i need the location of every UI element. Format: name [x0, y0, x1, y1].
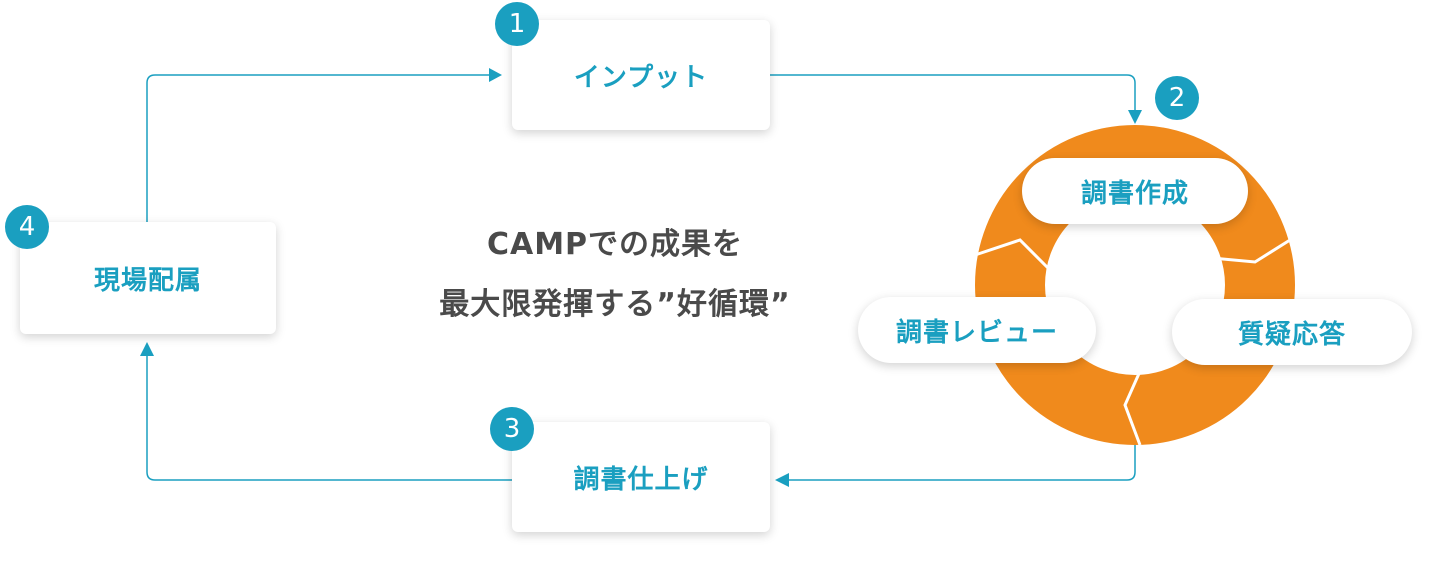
cycle-item-review-label: 調書レビュー [895, 317, 1058, 348]
ring-divider-left [974, 238, 1057, 277]
step-finish-box: 調書仕上げ [512, 422, 770, 532]
step-assign-label: 現場配属 [93, 265, 202, 296]
step-input-label: インプット [573, 62, 709, 93]
connector-2-to-3 [785, 445, 1136, 481]
ring-divider-bottom [1123, 359, 1147, 446]
arrow-4-to-1 [489, 68, 502, 82]
cycle-item-qa: 質疑応答 [1172, 299, 1412, 365]
step-1-number: 1 [508, 9, 526, 39]
step-3-number: 3 [503, 414, 521, 444]
connector-4-to-1 [146, 74, 495, 222]
ring-divider-right [1211, 238, 1291, 264]
cycle-item-create-label: 調書作成 [1080, 178, 1189, 209]
arrow-2-to-3 [775, 473, 789, 487]
cycle-item-qa-label: 質疑応答 [1237, 319, 1346, 350]
step-1-badge: 1 [495, 2, 539, 46]
arrow-1-to-2 [1128, 110, 1142, 124]
step-input-box: インプット [512, 20, 770, 130]
step-3-badge: 3 [490, 407, 534, 451]
cycle-item-create: 調書作成 [1022, 158, 1248, 224]
center-title-line-2: 最大限発揮する”好循環” [439, 287, 791, 322]
connector-3-to-4 [146, 352, 512, 481]
center-title-line-1: CAMPでの成果を [486, 227, 744, 262]
arrow-3-to-4 [140, 342, 154, 356]
step-assign-box: 現場配属 [20, 222, 276, 334]
connector-1-to-2 [770, 74, 1136, 115]
step-2-number: 2 [1168, 83, 1186, 113]
step-4-number: 4 [18, 212, 36, 242]
step-4-badge: 4 [5, 205, 49, 249]
cycle-item-review: 調書レビュー [858, 297, 1096, 363]
step-2-badge: 2 [1155, 76, 1199, 120]
center-title: CAMPでの成果を 最大限発揮する”好循環” [380, 215, 850, 335]
step-finish-label: 調書仕上げ [573, 464, 709, 495]
